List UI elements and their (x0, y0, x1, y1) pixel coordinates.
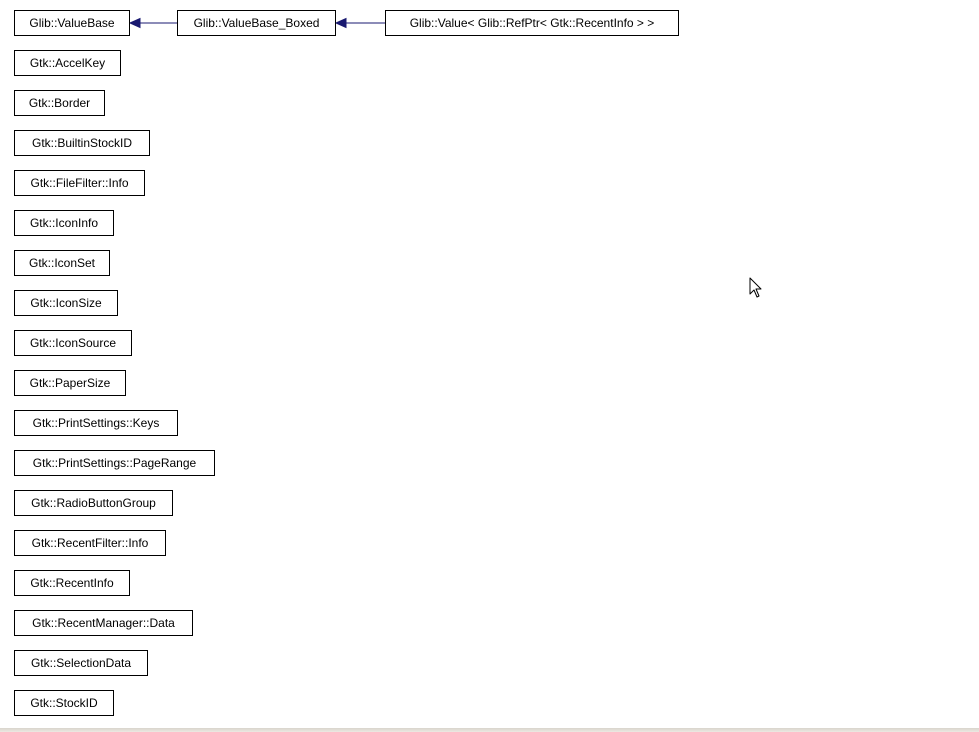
node-glib-valuebase-boxed[interactable]: Glib::ValueBase_Boxed (177, 10, 336, 36)
node-gtk-printsettings-pagerange[interactable]: Gtk::PrintSettings::PageRange (14, 450, 215, 476)
node-glib-value-refptr-recentinfo[interactable]: Glib::Value< Glib::RefPtr< Gtk::RecentIn… (385, 10, 679, 36)
node-gtk-accelkey[interactable]: Gtk::AccelKey (14, 50, 121, 76)
node-gtk-recentfilter-info[interactable]: Gtk::RecentFilter::Info (14, 530, 166, 556)
edge-value-to-boxed-arrowhead (334, 17, 347, 29)
mouse-pointer-icon (749, 277, 762, 298)
node-gtk-selectiondata[interactable]: Gtk::SelectionData (14, 650, 148, 676)
node-gtk-builtinstockid[interactable]: Gtk::BuiltinStockID (14, 130, 150, 156)
node-gtk-papersize[interactable]: Gtk::PaperSize (14, 370, 126, 396)
node-gtk-iconinfo[interactable]: Gtk::IconInfo (14, 210, 114, 236)
node-gtk-stockid[interactable]: Gtk::StockID (14, 690, 114, 716)
node-gtk-recentinfo[interactable]: Gtk::RecentInfo (14, 570, 130, 596)
window-bottom-edge (0, 728, 979, 732)
node-glib-valuebase[interactable]: Glib::ValueBase (14, 10, 130, 36)
node-gtk-iconsize[interactable]: Gtk::IconSize (14, 290, 118, 316)
node-gtk-recentmanager-data[interactable]: Gtk::RecentManager::Data (14, 610, 193, 636)
node-gtk-border[interactable]: Gtk::Border (14, 90, 105, 116)
node-gtk-iconsource[interactable]: Gtk::IconSource (14, 330, 132, 356)
edge-boxed-to-valuebase-arrowhead (128, 17, 141, 29)
node-gtk-filefilter-info[interactable]: Gtk::FileFilter::Info (14, 170, 145, 196)
node-gtk-radiobuttongroup[interactable]: Gtk::RadioButtonGroup (14, 490, 173, 516)
node-gtk-iconset[interactable]: Gtk::IconSet (14, 250, 110, 276)
node-gtk-printsettings-keys[interactable]: Gtk::PrintSettings::Keys (14, 410, 178, 436)
